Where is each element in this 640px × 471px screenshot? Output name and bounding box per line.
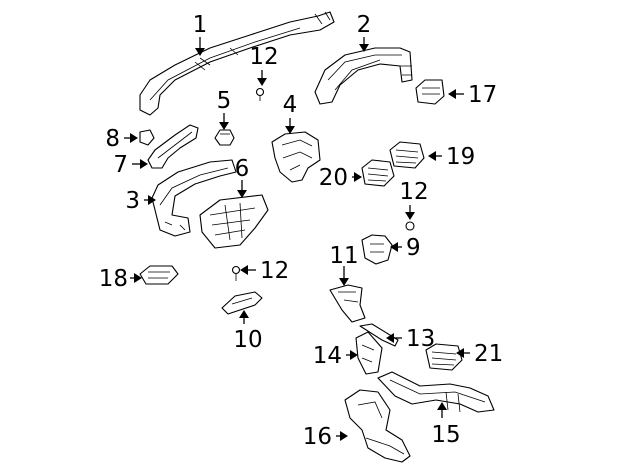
arrow-17 (448, 89, 456, 99)
arrow-7 (140, 159, 148, 169)
arrow-8 (130, 133, 138, 143)
arrow-15 (437, 402, 447, 410)
part-12-fastener-a (255, 87, 265, 101)
part-12-fastener-c (231, 265, 241, 281)
callout-21: 21 (474, 341, 503, 367)
callout-labels: 1 2 3 4 5 6 7 8 9 10 11 12 12 12 13 14 1… (99, 12, 504, 450)
arrow-11 (339, 278, 349, 286)
part-5-bracket (214, 129, 235, 146)
arrow-14 (350, 350, 358, 360)
arrow-6 (237, 190, 247, 198)
part-16-floor-duct (344, 389, 411, 463)
part-4-center-duct (271, 131, 321, 183)
part-9-connector (361, 234, 393, 265)
arrow-1 (195, 48, 205, 56)
callout-5: 5 (217, 88, 232, 114)
callout-18: 18 (99, 266, 128, 292)
callout-6: 6 (235, 156, 250, 182)
part-3-left-duct (151, 159, 237, 237)
callout-3: 3 (125, 188, 140, 214)
callout-12b: 12 (399, 179, 428, 205)
arrow-13 (386, 333, 394, 343)
callout-7: 7 (113, 152, 128, 178)
callout-13: 13 (406, 326, 435, 352)
callout-16: 16 (303, 424, 332, 450)
part-17-vent (415, 79, 445, 105)
callout-2: 2 (357, 12, 372, 38)
part-12-fastener-b (405, 221, 415, 231)
arrow-5 (219, 122, 229, 130)
arrow-16 (340, 431, 348, 441)
arrow-20 (354, 172, 362, 182)
part-1-upper-duct (139, 11, 335, 116)
arrow-3 (148, 195, 156, 205)
part-18-side-vent (139, 265, 179, 285)
callout-19: 19 (446, 144, 475, 170)
callout-12a: 12 (249, 44, 278, 70)
callout-12c: 12 (260, 258, 289, 284)
part-19-vent (389, 141, 425, 169)
arrow-12c (240, 265, 248, 275)
part-15-lower-duct (377, 371, 495, 413)
arrow-19 (428, 151, 436, 161)
part-8-clip (139, 129, 155, 146)
arrow-12a (257, 78, 267, 86)
callout-leaders (124, 37, 470, 441)
callout-10: 10 (233, 327, 262, 353)
part-10-lower-bracket (221, 291, 263, 315)
callout-9: 9 (406, 235, 421, 261)
part-14-vertical-duct (355, 331, 383, 375)
arrow-4 (285, 126, 295, 134)
arrow-18 (134, 273, 142, 283)
callout-15: 15 (431, 422, 460, 448)
part-20-vent (361, 159, 395, 187)
callout-11: 11 (329, 243, 358, 269)
part-11-duct-elbow (329, 284, 366, 323)
part-13-strip (359, 323, 399, 347)
part-21-vent (425, 343, 463, 371)
callout-4: 4 (283, 92, 298, 118)
callout-14: 14 (313, 343, 342, 369)
arrow-2 (359, 44, 369, 52)
arrow-9 (390, 242, 398, 252)
callout-20: 20 (319, 165, 348, 191)
part-6-grille-panel (199, 194, 269, 249)
part-2-upper-right-duct (314, 47, 413, 105)
arrow-12b (405, 212, 415, 220)
callout-8: 8 (105, 126, 120, 152)
part-7-side-duct (147, 124, 199, 169)
callout-17: 17 (468, 82, 497, 108)
arrow-10 (239, 310, 249, 318)
callout-1: 1 (193, 12, 208, 38)
arrow-21 (456, 348, 464, 358)
